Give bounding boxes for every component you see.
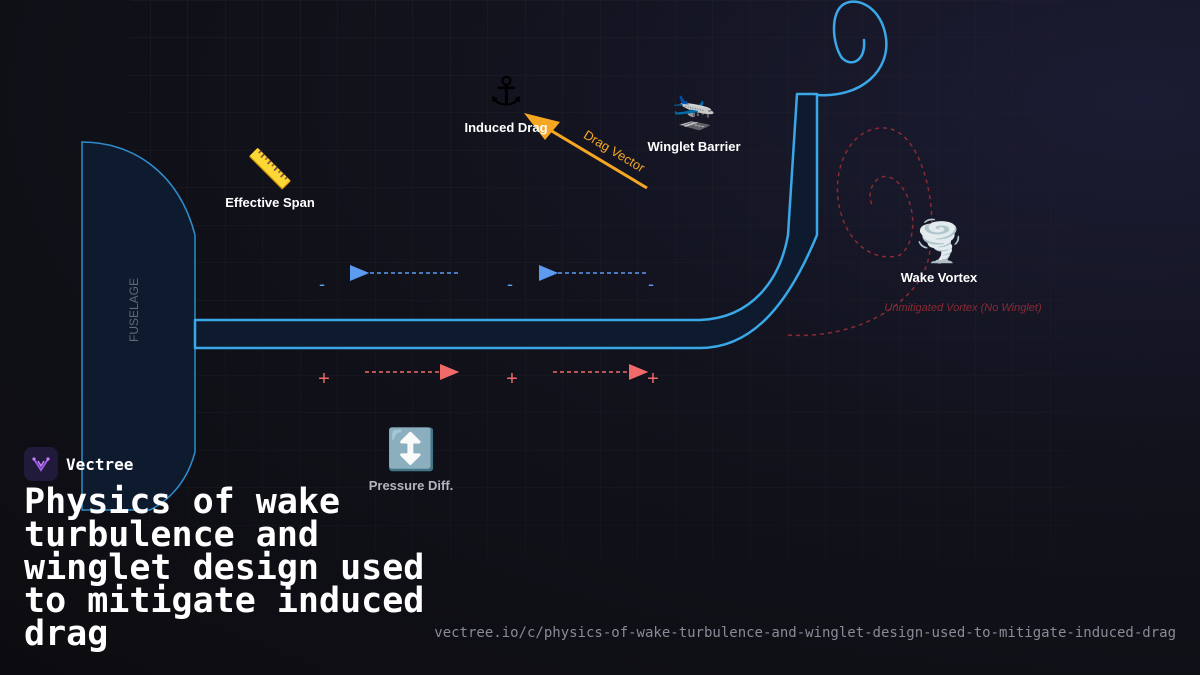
grid-background [130, 0, 1070, 560]
induced-drag-label: Induced Drag [464, 120, 548, 135]
source-url[interactable]: vectree.io/c/physics-of-wake-turbulence-… [434, 625, 1176, 641]
up-down-arrow-icon: ↕️ [386, 427, 436, 473]
effective-span-label: Effective Span [225, 195, 315, 210]
brand: Vectree [24, 447, 133, 481]
plus-sign: + [318, 368, 330, 390]
wingtip-vortex-spiral [815, 0, 888, 97]
fuselage-shape [81, 141, 196, 511]
anchor-icon: ⚓ [488, 69, 524, 115]
fuselage-label: FUSELAGE [127, 278, 141, 342]
brand-name: Vectree [66, 454, 134, 474]
plus-sign: + [647, 368, 659, 390]
vectree-logo-icon [24, 447, 58, 481]
wake-vortex-label: Wake Vortex [900, 270, 978, 285]
tornado-icon: 🌪️ [914, 219, 964, 265]
pressure-diff-label: Pressure Diff. [368, 478, 454, 493]
unmitigated-vortex-label: Unmitigated Vortex (No Winglet) [884, 302, 1042, 314]
page-title: Physics of wake turbulence and winglet d… [24, 482, 425, 654]
drag-vector-line [539, 122, 648, 190]
unmitigated-vortex-path [787, 127, 933, 337]
minus-sign: - [648, 274, 654, 294]
wing-shape [193, 92, 819, 350]
minus-sign: - [507, 274, 513, 294]
winglet-barrier-label: Winglet Barrier [647, 139, 741, 154]
minus-sign: - [319, 274, 325, 294]
ruler-icon: 📏 [246, 147, 294, 191]
plus-sign: + [506, 368, 518, 390]
airplane-icon: 🛬 [671, 91, 717, 132]
drag-vector-arrowhead [524, 113, 560, 140]
